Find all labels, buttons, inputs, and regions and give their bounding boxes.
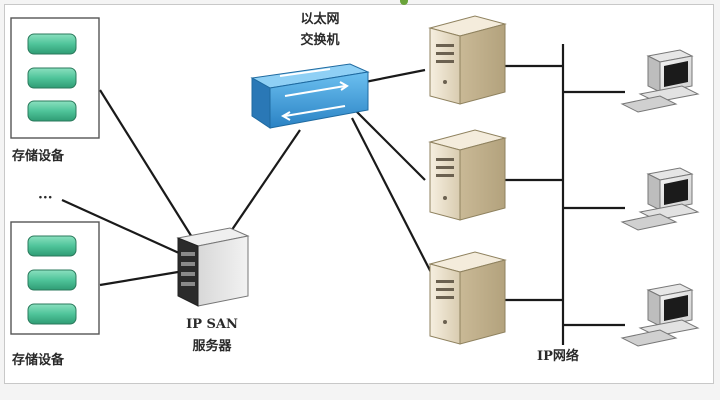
workstation-icon [620, 167, 700, 231]
storage-disk-icon [27, 67, 77, 89]
top-marker [400, 0, 408, 5]
application-server-icon [428, 251, 507, 345]
ip-network-label: IP网络 [537, 349, 579, 364]
application-server-icon [428, 15, 507, 105]
switch-label-line2: 交换机 [300, 33, 340, 48]
link-san-to-switch [224, 129, 301, 241]
workstation-icon [620, 49, 700, 113]
switch-label-line1: 以太网 [300, 12, 340, 27]
application-server-icon [428, 129, 507, 221]
ellipsis-label: ··· [38, 190, 53, 206]
storage-device-top [10, 17, 100, 139]
storage-disk-icon [27, 269, 77, 291]
ip-san-server-icon [176, 227, 250, 307]
san-server-label-line1: IP SAN [186, 317, 238, 332]
ethernet-switch-icon [250, 63, 370, 129]
storage-device-bottom [10, 221, 100, 335]
storage-device-label-top: 存储设备 [12, 149, 65, 164]
diagram-frame [4, 4, 714, 384]
link-switch-to-server-1 [364, 68, 426, 84]
storage-disk-icon [27, 235, 77, 257]
link-switch-to-server-2 [354, 109, 426, 181]
connection-lines [61, 44, 625, 345]
storage-disk-icon [27, 100, 77, 122]
san-server-label-line2: 服务器 [192, 339, 232, 354]
storage-disk-icon [27, 33, 77, 55]
link-storage-bottom-to-san [99, 268, 191, 287]
link-switch-to-server-3 [351, 117, 441, 291]
link-ellipsis-to-san [61, 198, 191, 260]
link-storage-top-to-san [99, 89, 201, 251]
storage-disk-icon [27, 303, 77, 325]
storage-device-label-bottom: 存储设备 [12, 353, 65, 368]
workstation-icon [620, 283, 700, 347]
